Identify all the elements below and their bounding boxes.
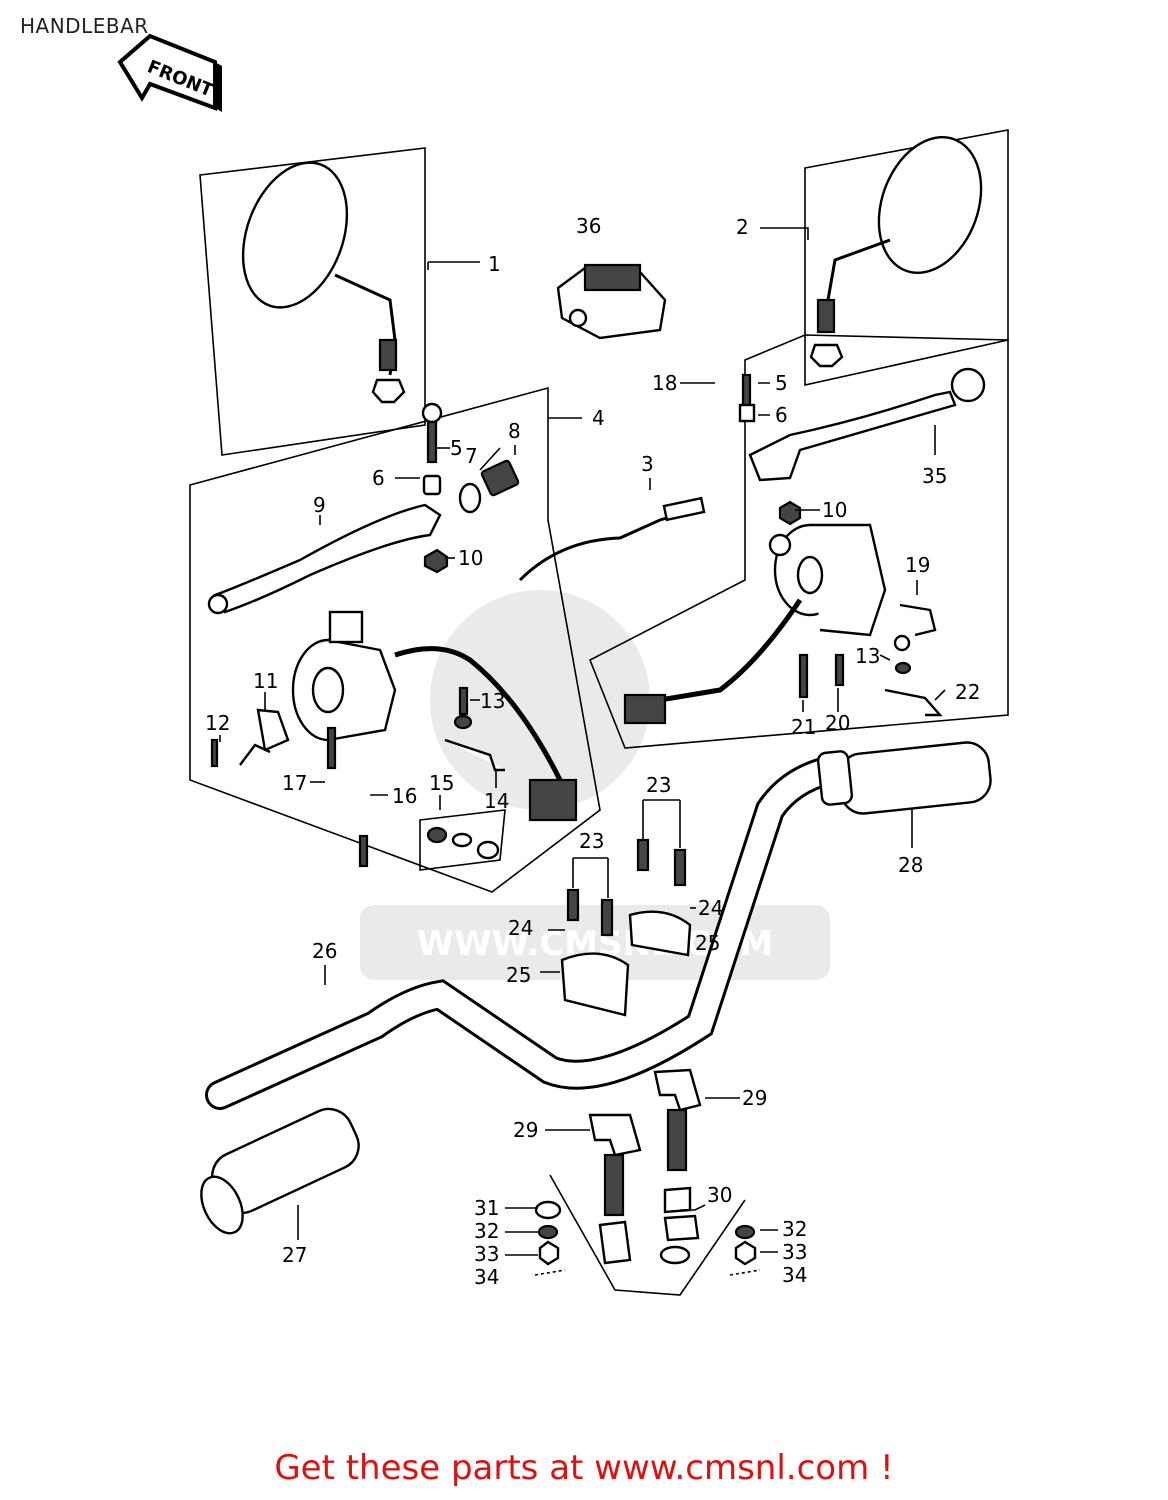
callout-35: 35	[922, 464, 947, 488]
callout-33b: 33	[782, 1240, 807, 1264]
callout-1: 1	[488, 252, 501, 276]
callout-19: 19	[905, 553, 930, 577]
left-switch-housing	[291, 610, 578, 822]
front-arrow-icon: FRONT	[117, 33, 222, 112]
cta-link[interactable]: Get these parts at www.cmsnl.com !	[274, 1448, 894, 1488]
callout-33a: 33	[474, 1242, 499, 1266]
right-switch-box	[588, 334, 1009, 749]
callout-18: 18	[652, 371, 677, 395]
callout-22: 22	[955, 680, 980, 704]
callout-2: 2	[736, 215, 749, 239]
callout-17: 17	[282, 771, 307, 795]
callout-21: 21	[791, 715, 816, 739]
callout-27: 27	[282, 1243, 307, 1267]
brake-lever	[738, 367, 986, 526]
callout-32b: 32	[782, 1217, 807, 1241]
callout-16: 16	[392, 784, 417, 808]
callout-labels: 1 2 3 4 5 5 6 6 7 8 9 10 10 11 12 13 13 …	[205, 214, 980, 1289]
callout-23a: 23	[646, 773, 671, 797]
master-cylinder	[556, 263, 667, 340]
callout-34b: 34	[782, 1263, 807, 1287]
right-mirror	[809, 136, 983, 368]
right-switch-screws	[798, 603, 943, 717]
callout-31: 31	[474, 1196, 499, 1220]
callout-26: 26	[312, 939, 337, 963]
left-switch-box	[189, 386, 601, 893]
clutch-lever	[207, 503, 442, 615]
handlebar-tube	[205, 755, 845, 1110]
left-mirror	[241, 161, 406, 404]
callout-6b: 6	[775, 403, 788, 427]
callout-34a: 34	[474, 1265, 499, 1289]
callout-13b: 13	[855, 644, 880, 668]
callout-5a: 5	[450, 436, 463, 460]
callout-23b: 23	[579, 829, 604, 853]
risers	[534, 1068, 761, 1296]
left-switch-screws	[210, 686, 506, 871]
callout-10a: 10	[458, 546, 483, 570]
right-switch-housing	[623, 523, 887, 725]
callout-32a: 32	[474, 1219, 499, 1243]
callout-14: 14	[484, 789, 509, 813]
leader-lines	[219, 227, 946, 1256]
handlebar-clamps	[560, 838, 692, 1017]
right-grip	[816, 741, 992, 815]
callout-11: 11	[253, 669, 278, 693]
callout-29a: 29	[513, 1118, 538, 1142]
callout-29b: 29	[742, 1086, 767, 1110]
callout-9: 9	[313, 493, 326, 517]
callout-25a: 25	[506, 963, 531, 987]
callout-24a: 24	[508, 916, 533, 940]
callout-30: 30	[707, 1183, 732, 1207]
throttle-cable	[518, 496, 706, 582]
callout-4: 4	[592, 406, 605, 430]
callout-10b: 10	[822, 498, 847, 522]
callout-12: 12	[205, 711, 230, 735]
callout-20: 20	[825, 711, 850, 735]
callout-25b: 25	[695, 931, 720, 955]
callout-6a: 6	[372, 466, 385, 490]
callout-5b: 5	[775, 371, 788, 395]
mirror-left-box	[199, 147, 426, 456]
callout-28: 28	[898, 853, 923, 877]
callout-8: 8	[508, 419, 521, 443]
callout-13a: 13	[480, 689, 505, 713]
left-grip	[200, 1107, 360, 1235]
callout-3: 3	[641, 452, 654, 476]
callout-15: 15	[429, 771, 454, 795]
diagram-title: HANDLEBAR	[20, 14, 149, 38]
callout-7: 7	[465, 444, 478, 468]
callout-36: 36	[576, 214, 601, 238]
left-small-parts	[421, 402, 520, 574]
callout-24b: 24	[698, 896, 723, 920]
